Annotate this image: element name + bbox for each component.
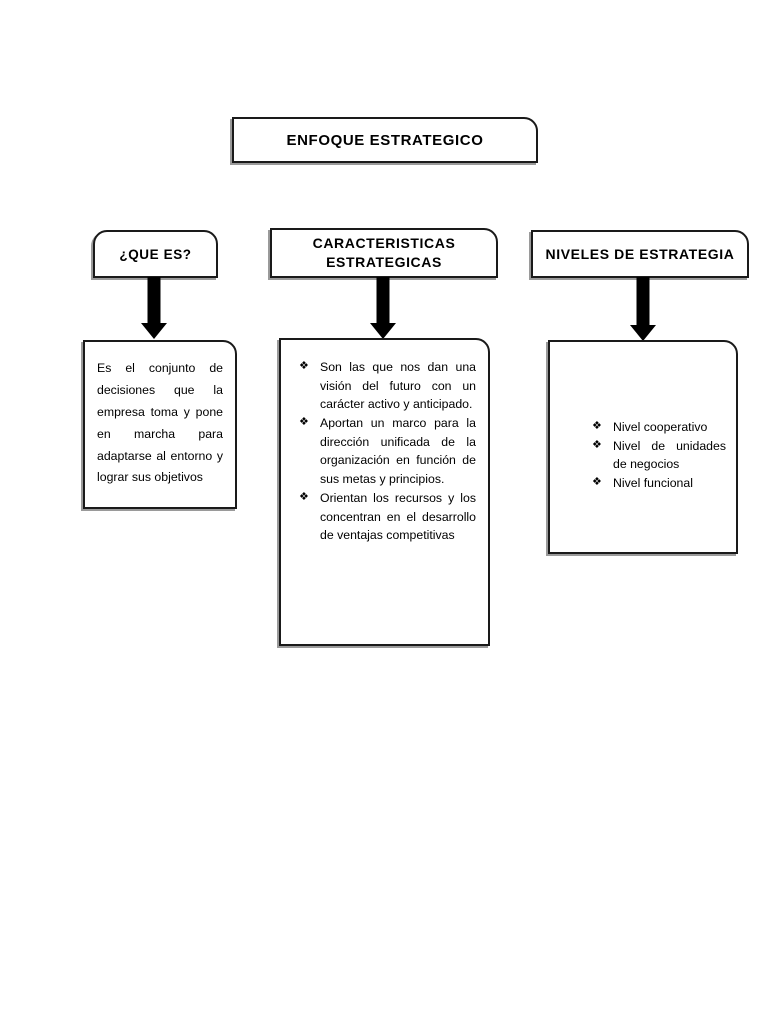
node-que-es-header[interactable]: ¿QUE ES? [93,230,218,278]
node-title-label: ENFOQUE ESTRATEGICO [286,131,484,149]
niveles-bullet-item-label: Nivel funcional [613,476,693,491]
bullet-diamond-icon: ❖ [299,360,309,372]
caracteristicas-bullet-item-label: Son las que nos dan una visión del futur… [320,360,476,412]
node-caracteristicas-label-line2: ESTRATEGICAS [326,254,442,270]
node-caracteristicas-label: CARACTERISTICAS ESTRATEGICAS [272,234,496,272]
node-caracteristicas-body[interactable]: ❖ Son las que nos dan una visión del futu… [279,338,490,646]
bullet-diamond-icon: ❖ [592,420,602,432]
node-niveles-header[interactable]: NIVELES DE ESTRATEGIA [531,230,749,278]
node-caracteristicas-header[interactable]: CARACTERISTICAS ESTRATEGICAS [270,228,498,278]
arrow-head [630,325,656,341]
arrow-down-icon-que-es [139,277,169,339]
arrow-shaft [376,277,390,325]
node-caracteristicas-label-line1: CARACTERISTICAS [312,235,456,252]
niveles-bullet-list: ❖ Nivel cooperativo ❖ Nivel de unidades de … [592,418,726,493]
arrow-down-icon-niveles [628,277,658,341]
node-niveles-label: NIVELES DE ESTRATEGIA [545,246,735,262]
bullet-diamond-icon: ❖ [592,438,602,451]
caracteristicas-bullet-item-label: Aportan un marco para la dirección unifi… [320,416,476,487]
caracteristicas-bullet-item: ❖ Son las que nos dan una visión del futu… [299,358,476,414]
arrow-shaft [147,277,161,325]
caracteristicas-bullet-item-label: Orientan los recursos y los concentran e… [320,490,476,543]
node-niveles-body-content: ❖ Nivel cooperativo ❖ Nivel de unidades de … [550,342,736,552]
bullet-diamond-icon: ❖ [299,416,309,429]
arrow-head [370,323,396,339]
arrow-down-icon-caracteristicas [368,277,398,339]
caracteristicas-bullet-list: ❖ Son las que nos dan una visión del futu… [299,358,476,545]
niveles-bullet-item: ❖ Nivel funcional [592,474,726,493]
node-enfoque-estrategico[interactable]: ENFOQUE ESTRATEGICO [232,117,538,163]
arrow-head [141,323,167,339]
niveles-bullet-item-label: Nivel de unidades de negocios [613,438,726,472]
niveles-bullet-item-label: Nivel cooperativo [613,420,708,434]
caracteristicas-bullet-item: ❖ Orientan los recursos y los concentran … [299,489,476,545]
bullet-diamond-icon: ❖ [592,476,602,489]
arrow-shaft [636,277,650,327]
node-que-es-body[interactable]: Es el conjunto de decisiones que la empr… [83,340,237,509]
niveles-bullet-item: ❖ Nivel de unidades de negocios [592,437,726,474]
node-caracteristicas-body-content: ❖ Son las que nos dan una visión del futu… [281,340,488,644]
node-que-es-body-text: Es el conjunto de decisiones que la empr… [97,361,223,485]
node-que-es-label: ¿QUE ES? [119,246,192,262]
node-niveles-body[interactable]: ❖ Nivel cooperativo ❖ Nivel de unidades de … [548,340,738,554]
bullet-diamond-icon: ❖ [299,490,309,503]
caracteristicas-bullet-item: ❖ Aportan un marco para la dirección unif… [299,414,476,489]
niveles-bullet-item: ❖ Nivel cooperativo [592,418,726,437]
